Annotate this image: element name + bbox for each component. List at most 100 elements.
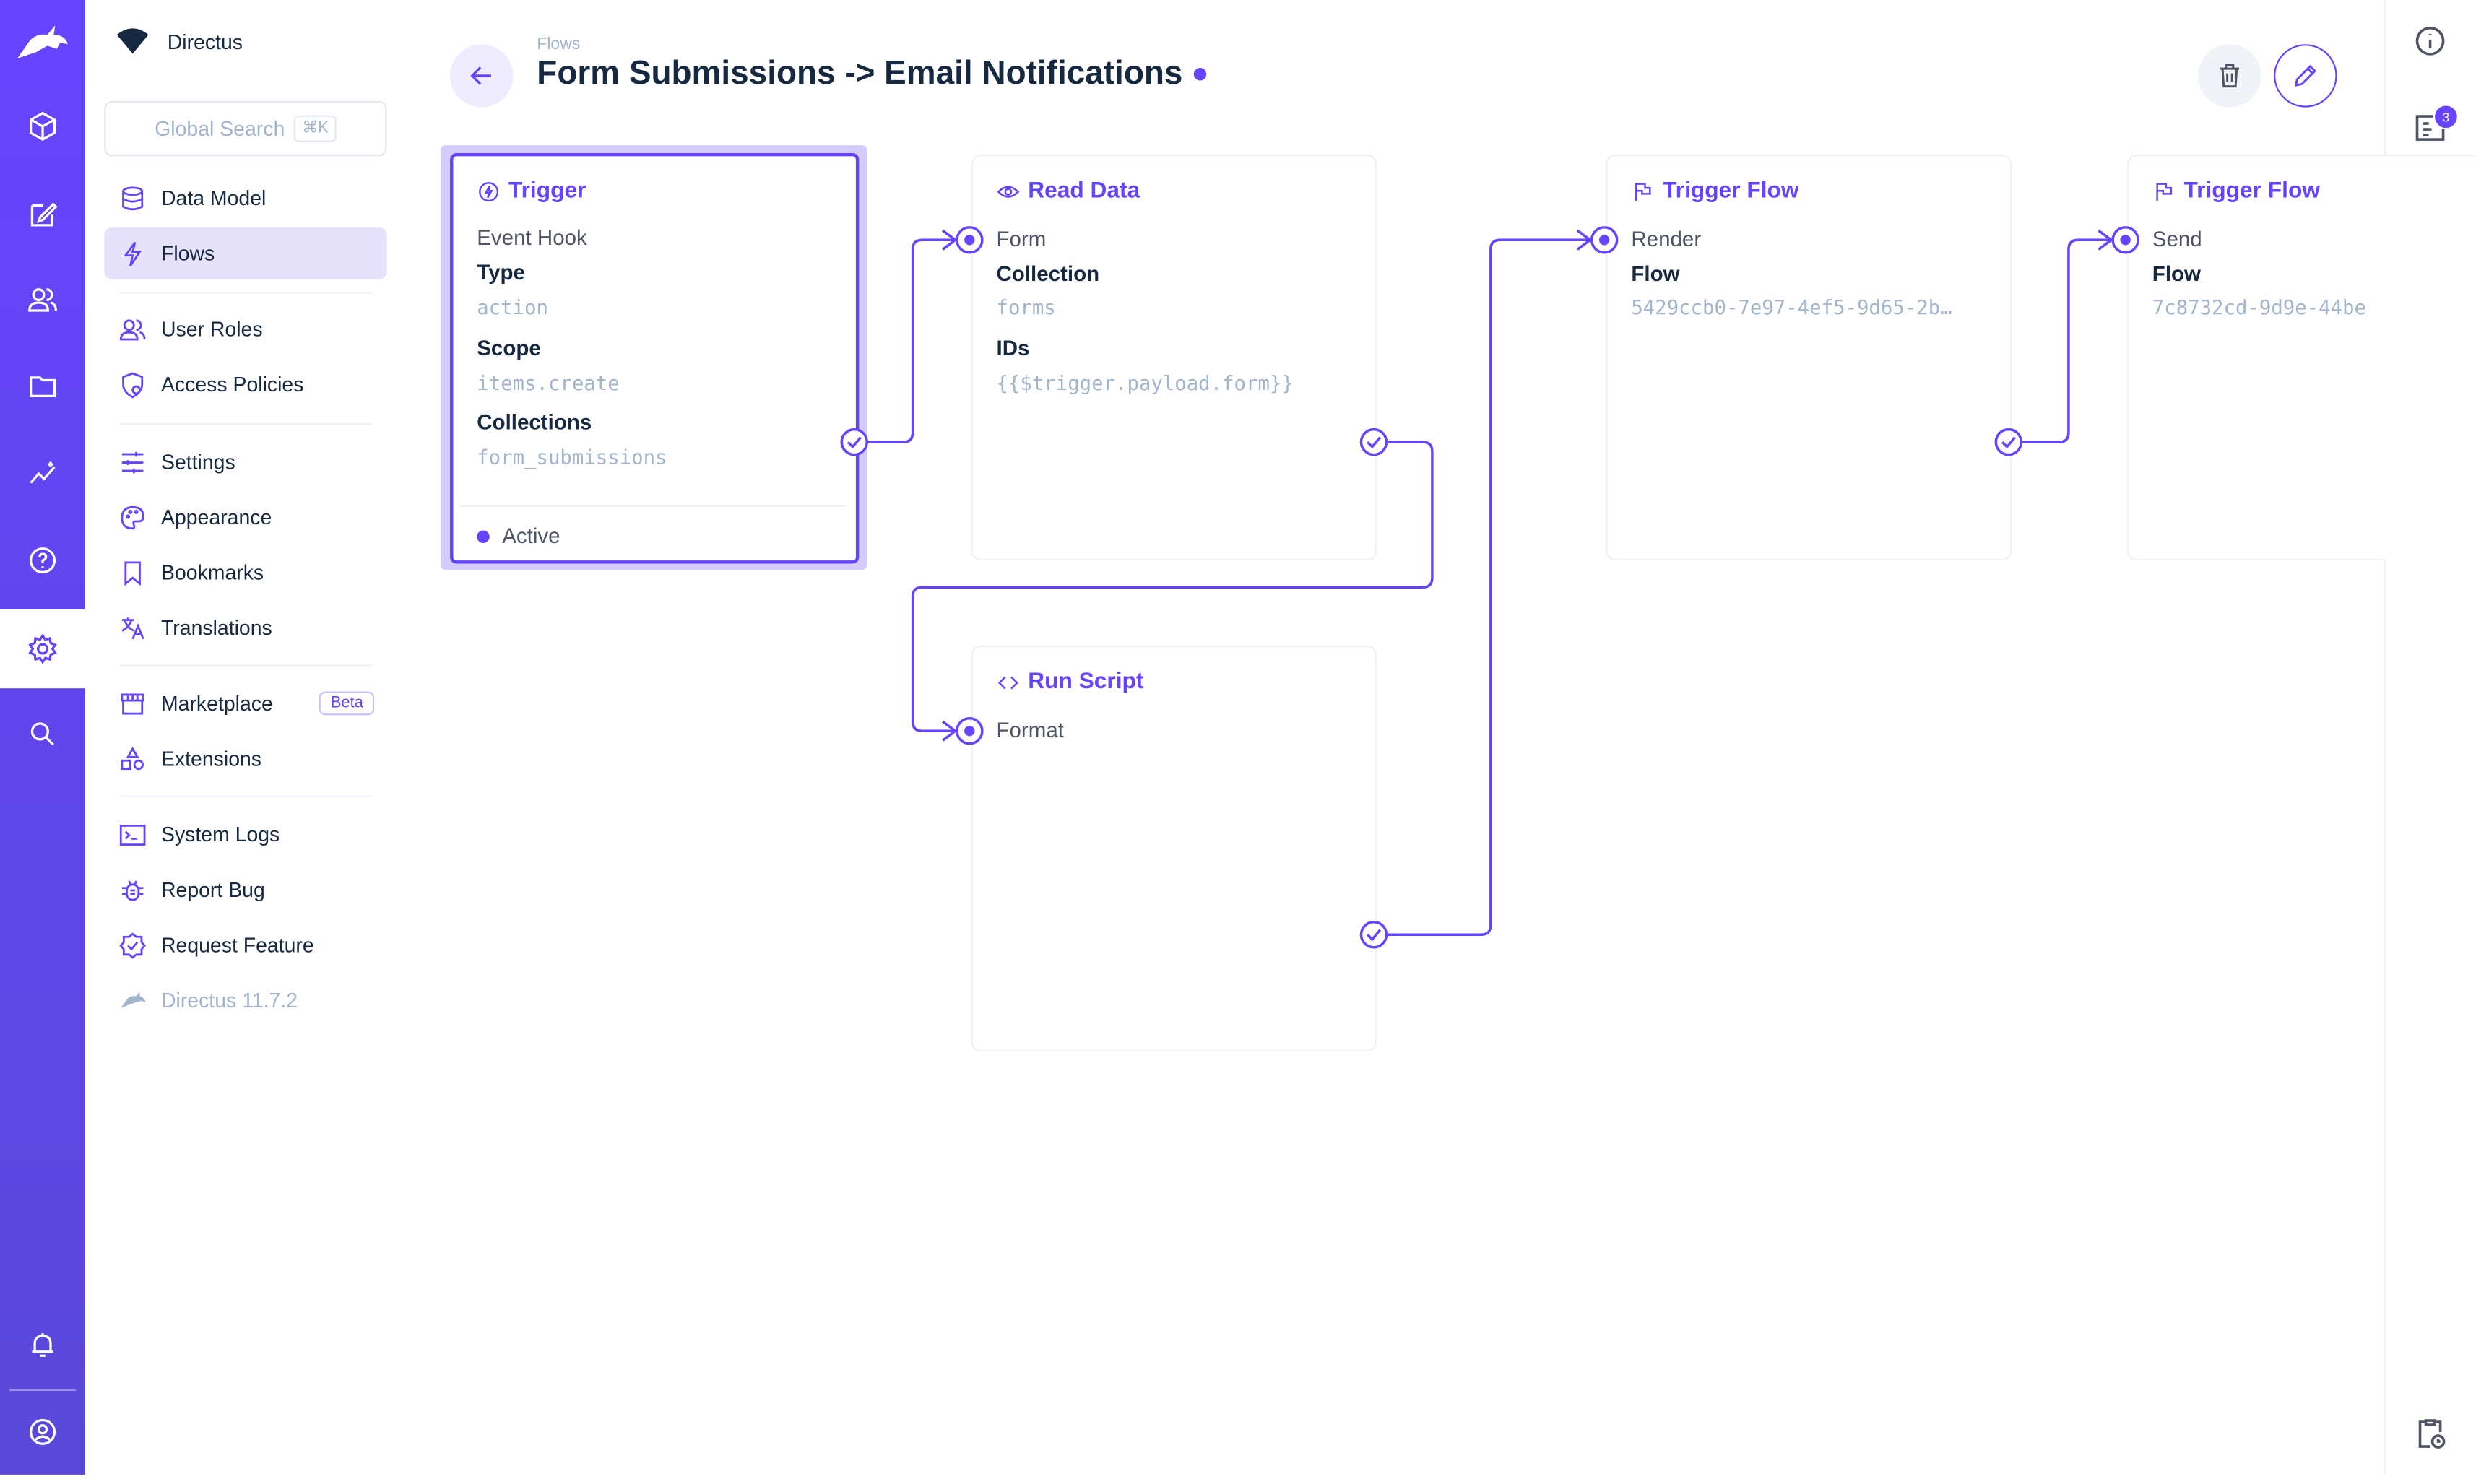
scope-label: Scope <box>477 336 541 360</box>
operation-name: Format <box>996 718 1064 742</box>
collections-label: Collections <box>477 410 592 435</box>
flag-icon <box>1635 182 1651 200</box>
pending-actions-icon <box>2418 1419 2446 1449</box>
nav-item-translations[interactable]: Translations <box>104 602 386 654</box>
eye-icon <box>997 185 1020 197</box>
title-text: Read Data <box>1028 178 1140 204</box>
folder-icon <box>29 376 56 398</box>
rail-search[interactable] <box>0 703 85 765</box>
rabbit-icon <box>17 25 69 58</box>
logs-button[interactable]: 3 <box>2413 104 2459 153</box>
nav-item-label: Flows <box>160 241 215 266</box>
nav-item-settings[interactable]: Settings <box>104 435 386 487</box>
panel-divider <box>459 505 847 507</box>
insights-icon <box>30 461 56 484</box>
operation-name: Form <box>996 227 1047 251</box>
rail-files[interactable] <box>0 355 85 418</box>
rail-content[interactable] <box>0 95 85 157</box>
nav-item-label: Marketplace <box>160 691 273 716</box>
directus-logo[interactable] <box>0 0 86 82</box>
connector-trigger-to-read <box>865 229 958 443</box>
translate-icon <box>121 617 144 639</box>
edit-note-icon <box>30 202 58 227</box>
title-text: Run Script <box>1028 669 1144 695</box>
storefront-icon <box>121 693 144 714</box>
rail-settings[interactable] <box>0 609 86 689</box>
navigation-panel: Directus Global Search ⌘K Data Model Flo… <box>85 0 419 1475</box>
nav-item-flows[interactable]: Flows <box>104 227 387 279</box>
extension-icon <box>121 745 144 769</box>
collection-label: Collection <box>996 261 1100 286</box>
rail-edit[interactable] <box>0 183 85 246</box>
nav-item-user-roles[interactable]: User Roles <box>104 303 386 355</box>
account-circle-icon <box>29 1418 56 1445</box>
breadcrumb[interactable]: Flows <box>537 35 581 54</box>
nav-divider <box>120 292 373 294</box>
flow-value: 5429ccb0-7e97-4ef5-9d65-2b… <box>1631 295 1952 319</box>
nav-item-label: Extensions <box>160 747 262 771</box>
ids-value: {{$trigger.payload.form}} <box>996 370 1294 395</box>
read-data-panel[interactable]: Read Data Form Collection forms IDs {{$t… <box>971 155 1377 561</box>
edit-button[interactable] <box>2274 44 2337 108</box>
nav-item-extensions[interactable]: Extensions <box>104 732 386 784</box>
module-bar <box>0 0 86 1475</box>
flow-label: Flow <box>1631 261 1680 286</box>
active-dot <box>477 529 490 542</box>
help-icon <box>29 547 56 574</box>
status-text: Active <box>502 524 560 548</box>
page-title: Form Submissions -> Email Notifications <box>537 56 1207 93</box>
nav-item-label: Appearance <box>160 505 272 529</box>
info-button[interactable] <box>2413 24 2448 66</box>
nav-item-report-bug[interactable]: Report Bug <box>104 864 386 916</box>
rail-user[interactable] <box>0 1400 85 1463</box>
type-label: Type <box>477 260 525 285</box>
trash-icon <box>2220 64 2240 88</box>
read-data-title: Read Data <box>996 178 1140 204</box>
trigger-panel[interactable]: Trigger Event Hook Type action Scope ite… <box>450 153 860 564</box>
back-button[interactable] <box>450 44 514 108</box>
project-info[interactable]: Directus <box>113 25 243 57</box>
global-search-input[interactable]: Global Search ⌘K <box>104 100 387 157</box>
trigger-flow-title: Trigger Flow <box>2152 178 2320 204</box>
connector-script-to-render <box>1386 229 1593 936</box>
box-icon <box>29 111 56 141</box>
group-icon <box>119 318 146 340</box>
search-icon <box>30 722 54 746</box>
database-icon <box>122 186 144 210</box>
sidebar-body <box>2386 172 2476 1404</box>
nav-item-data-model[interactable]: Data Model <box>104 172 386 224</box>
rail-users[interactable] <box>0 269 85 331</box>
nav-item-label: Data Model <box>160 186 267 210</box>
bell-icon <box>32 1333 53 1357</box>
gear-icon <box>28 633 57 664</box>
nav-item-request-feature[interactable]: Request Feature <box>104 919 386 971</box>
rail-insights[interactable] <box>0 442 85 505</box>
trigger-flow-render-panel[interactable]: Trigger Flow Render Flow 5429ccb0-7e97-4… <box>1606 155 2012 561</box>
nav-item-version[interactable]: Directus 11.7.2 <box>104 974 386 1026</box>
nav-item-appearance[interactable]: Appearance <box>104 491 386 543</box>
search-placeholder: Global Search <box>155 116 285 141</box>
run-script-panel[interactable]: Run Script Format <box>971 646 1377 1052</box>
terminal-icon <box>119 823 146 845</box>
rail-divider <box>9 1389 76 1392</box>
verified-icon <box>119 932 146 958</box>
operation-name: Send <box>2152 227 2202 251</box>
nav-item-label: Directus 11.7.2 <box>160 988 298 1012</box>
rail-notifications[interactable] <box>0 1314 85 1376</box>
nav-item-label: Report Bug <box>160 877 265 902</box>
pencil-icon <box>2294 64 2317 87</box>
nav-divider <box>120 795 373 798</box>
revisions-button[interactable] <box>2413 1416 2448 1459</box>
directus-icon <box>121 990 146 1007</box>
nav-item-bookmarks[interactable]: Bookmarks <box>104 546 386 598</box>
nav-item-access-policies[interactable]: Access Policies <box>104 358 386 410</box>
shortcut-hint: ⌘K <box>294 115 337 142</box>
rail-help[interactable] <box>0 529 85 591</box>
delete-button[interactable] <box>2198 44 2261 108</box>
flow-connectors <box>865 229 2113 936</box>
arrow-back-icon <box>470 66 491 85</box>
nav-item-system-logs[interactable]: System Logs <box>104 808 386 860</box>
type-value: action <box>477 295 548 319</box>
nav-divider <box>120 422 373 425</box>
